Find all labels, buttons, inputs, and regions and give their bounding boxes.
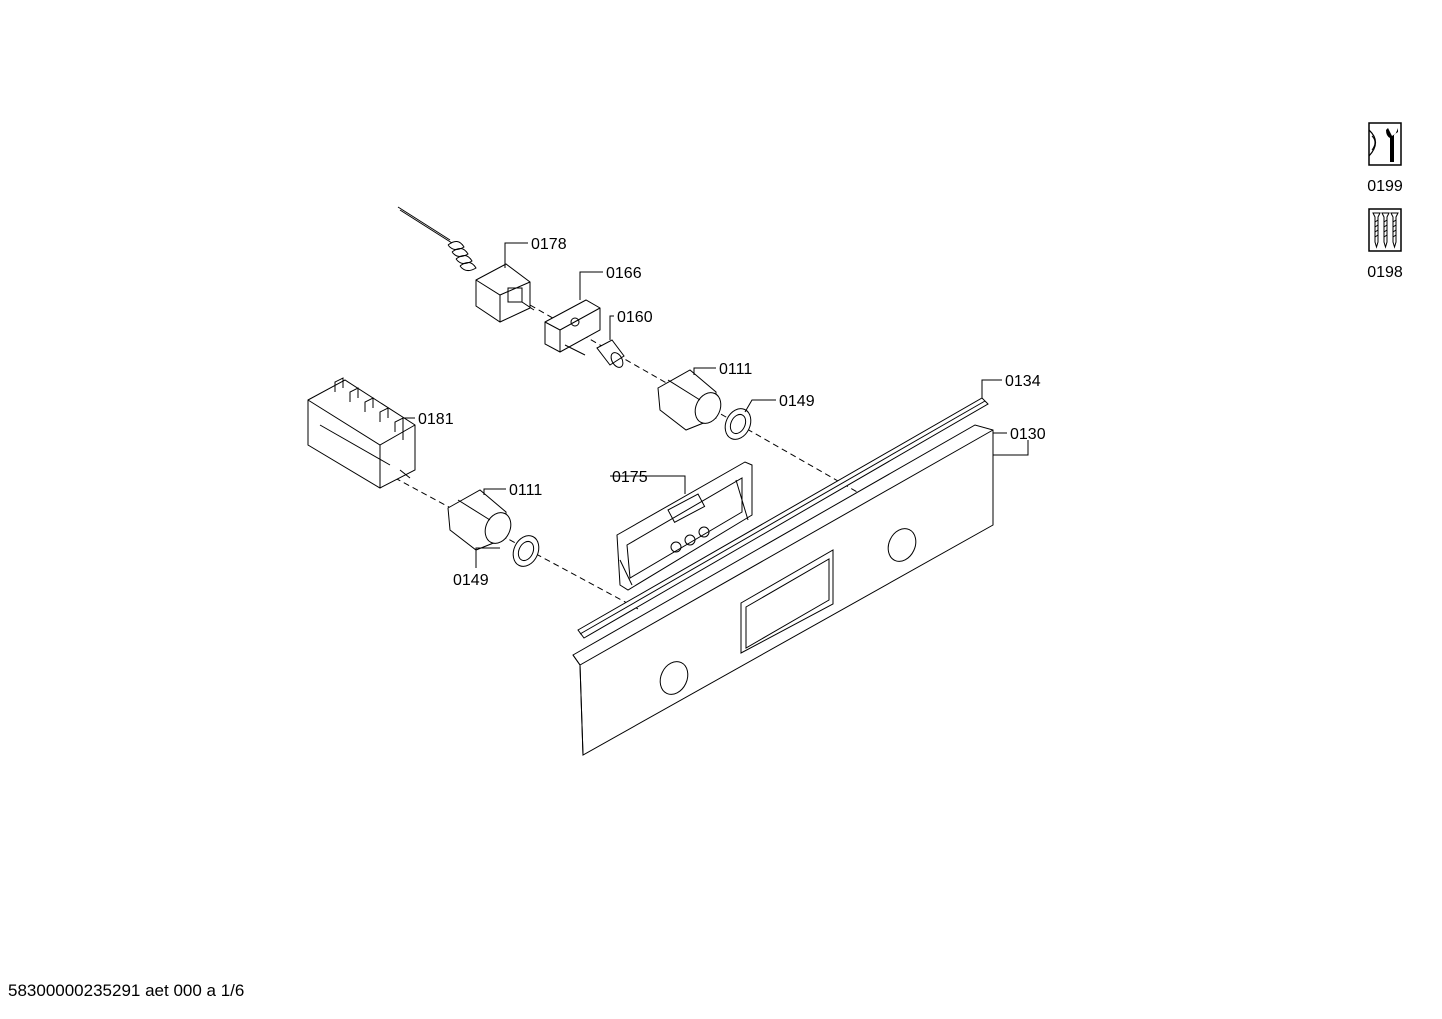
part-0166-bracket[interactable] [544, 299, 601, 356]
part-0178-thermostat[interactable] [397, 206, 535, 323]
label-0134: 0134 [1005, 373, 1041, 390]
label-0178: 0178 [531, 236, 567, 253]
part-0149-ring-lower[interactable] [508, 531, 543, 570]
part-0160-shaft-adapter[interactable] [596, 339, 625, 369]
label-0160: 0160 [617, 309, 653, 326]
part-0175-electronic-module[interactable] [616, 461, 753, 591]
label-0111-upper: 0111 [719, 361, 752, 378]
wrench-icon[interactable] [1368, 122, 1402, 166]
label-0149-upper: 0149 [779, 393, 815, 410]
label-0181: 0181 [418, 411, 454, 428]
label-0166: 0166 [606, 265, 642, 282]
label-0149-lower: 0149 [453, 572, 489, 589]
label-0111-lower: 0111 [509, 482, 542, 499]
document-id-footer: 58300000235291 aet 000 a 1/6 [8, 981, 245, 1000]
label-0130: 0130 [1010, 426, 1046, 443]
part-0181-selector-switch[interactable] [307, 377, 416, 489]
screws-icon[interactable] [1368, 208, 1402, 252]
assembly-axis-lower [394, 477, 641, 611]
part-0111-knob-lower[interactable] [447, 489, 516, 551]
part-0149-ring-upper[interactable] [720, 404, 755, 443]
part-0111-knob-upper[interactable] [657, 369, 726, 431]
leader-lines [402, 242, 1029, 568]
icon-label-0199: 0199 [1367, 178, 1403, 195]
part-0134-trim-strip[interactable] [577, 397, 989, 639]
icon-label-0198: 0198 [1367, 264, 1403, 281]
part-0130-control-panel[interactable] [572, 424, 994, 756]
label-0175: 0175 [612, 469, 648, 486]
